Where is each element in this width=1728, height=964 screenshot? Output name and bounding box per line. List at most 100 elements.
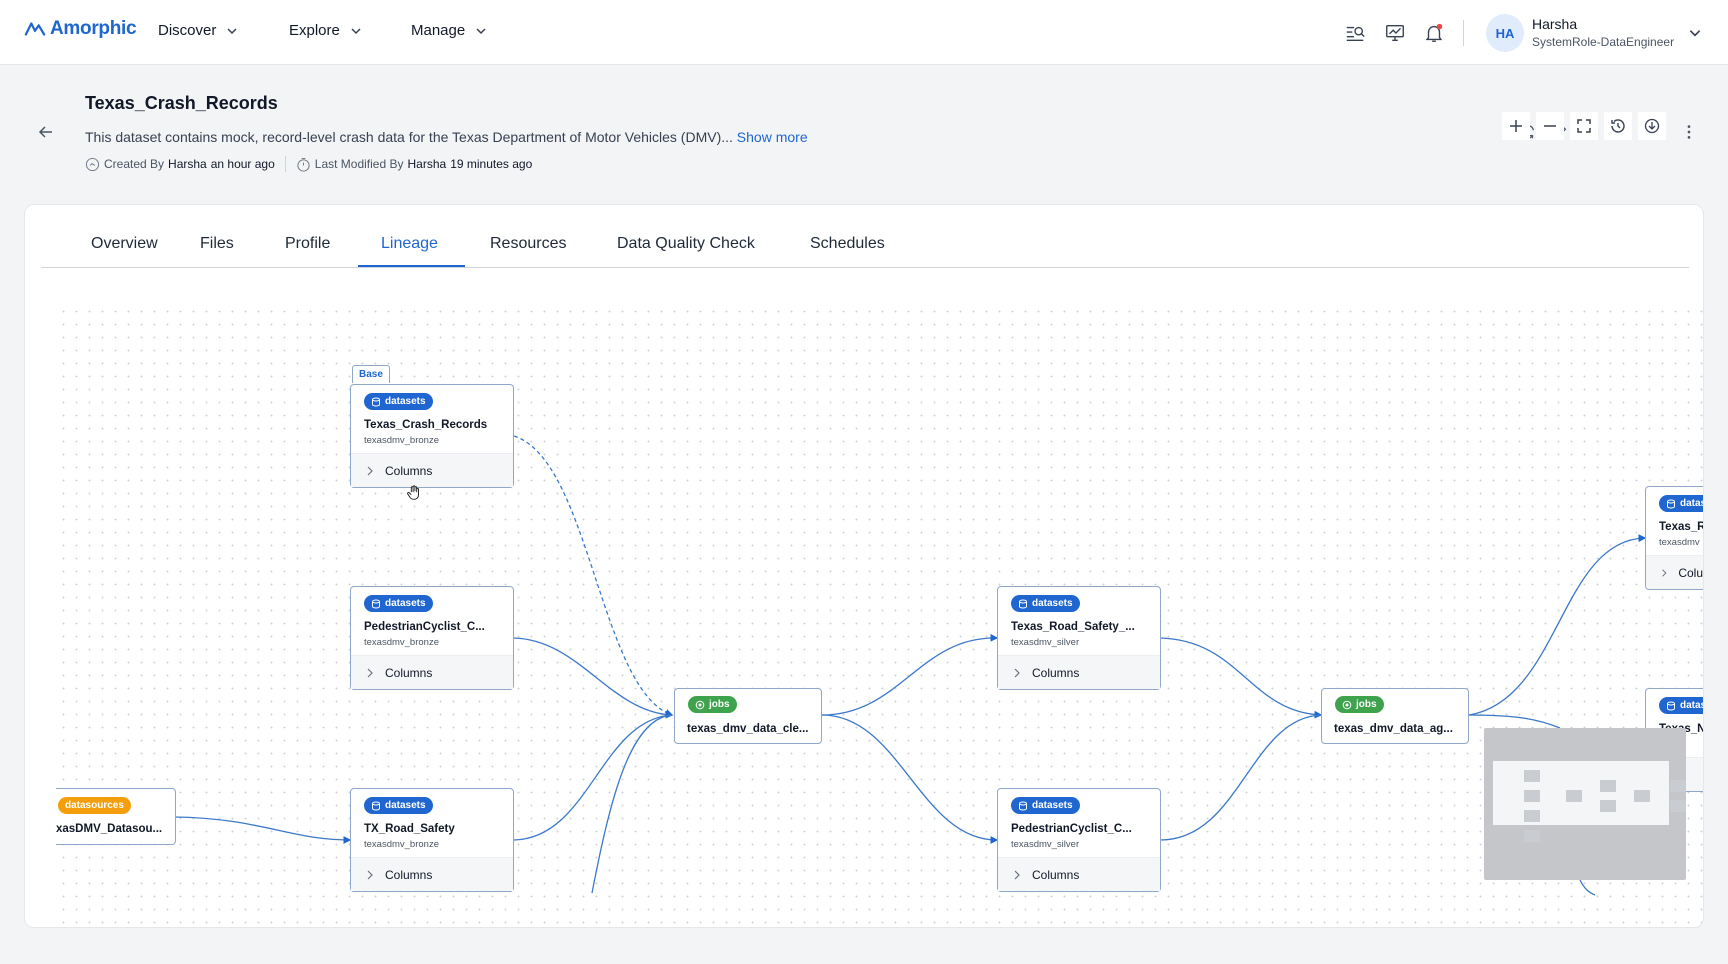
node-subtitle: texasdmv_silver bbox=[1011, 637, 1080, 648]
lineage-node-base-dataset[interactable]: datasets Texas_Crash_Records texasdmv_br… bbox=[350, 384, 514, 488]
lineage-node-tx-road-safety[interactable]: datasets TX_Road_Safety texasdmv_bronze … bbox=[350, 788, 514, 892]
minimap-node bbox=[1600, 800, 1616, 812]
database-icon bbox=[1019, 599, 1027, 609]
nav-manage[interactable]: Manage bbox=[411, 22, 487, 39]
columns-toggle[interactable]: Colu bbox=[1646, 555, 1703, 589]
database-icon bbox=[372, 397, 380, 407]
chevron-right-icon bbox=[367, 870, 373, 879]
columns-toggle[interactable]: Columns bbox=[998, 857, 1160, 891]
minimap-node bbox=[1524, 790, 1540, 802]
nav-discover[interactable]: Discover bbox=[158, 22, 238, 39]
lineage-card: Overview Files Profile Lineage Resources… bbox=[24, 204, 1704, 928]
monitor-icon[interactable] bbox=[1382, 20, 1408, 46]
node-title: PedestrianCyclist_C... bbox=[364, 621, 485, 633]
minimap-node bbox=[1634, 790, 1650, 802]
history-icon[interactable] bbox=[1604, 112, 1632, 140]
chevron-right-icon bbox=[1014, 668, 1020, 677]
node-title: TX_Road_Safety bbox=[364, 823, 455, 835]
zoom-in-icon[interactable] bbox=[1502, 112, 1530, 140]
amorphic-logo-icon bbox=[24, 22, 46, 36]
minimap-node bbox=[1670, 780, 1686, 792]
database-icon bbox=[372, 599, 380, 609]
tab-schedules[interactable]: Schedules bbox=[810, 235, 885, 252]
lineage-node-pedestrian-bronze[interactable]: datasets PedestrianCyclist_C... texasdmv… bbox=[350, 586, 514, 690]
fit-view-icon[interactable] bbox=[1570, 112, 1598, 140]
datasets-badge: datasets bbox=[364, 393, 433, 410]
node-subtitle: texasdmv_bronze bbox=[364, 839, 439, 850]
database-icon bbox=[1667, 701, 1675, 711]
chevron-right-icon bbox=[367, 668, 373, 677]
download-icon[interactable] bbox=[1638, 112, 1666, 140]
nav-manage-label: Manage bbox=[411, 22, 466, 39]
node-title: PedestrianCyclist_C... bbox=[1011, 823, 1132, 835]
tab-profile[interactable]: Profile bbox=[285, 235, 331, 252]
columns-toggle[interactable]: Columns bbox=[351, 655, 513, 689]
amorphic-logo[interactable]: Amorphic bbox=[24, 18, 137, 40]
database-icon bbox=[1019, 801, 1027, 811]
lineage-node-job-clean[interactable]: jobs texas_dmv_data_cle... bbox=[674, 688, 822, 744]
node-subtitle: texasdmv_bronze bbox=[364, 435, 439, 446]
avatar[interactable]: HA bbox=[1486, 14, 1524, 52]
node-title: texas_dmv_data_ag... bbox=[1334, 723, 1453, 735]
top-navigation-bar: Amorphic Discover Explore Manage HA Hars… bbox=[0, 0, 1728, 65]
modified-ago: 19 minutes ago bbox=[450, 157, 533, 171]
chevron-right-icon bbox=[1662, 568, 1667, 577]
lineage-node-job-aggregate[interactable]: jobs texas_dmv_data_ag... bbox=[1321, 688, 1469, 744]
divider bbox=[1463, 20, 1464, 46]
tab-files[interactable]: Files bbox=[200, 235, 234, 252]
minimap-node bbox=[1524, 770, 1540, 782]
lineage-minimap[interactable] bbox=[1484, 728, 1686, 880]
datasets-badge: datase bbox=[1659, 495, 1703, 512]
node-title: Texas_Road_Safety_... bbox=[1011, 621, 1135, 633]
timer-icon bbox=[297, 157, 310, 172]
show-more-link[interactable]: Show more bbox=[736, 129, 808, 145]
modified-by: Harsha bbox=[407, 157, 447, 171]
zoom-out-icon[interactable] bbox=[1536, 112, 1564, 140]
back-arrow-icon[interactable] bbox=[36, 122, 56, 142]
datasets-badge: datasets bbox=[1011, 595, 1080, 612]
minimap-node bbox=[1600, 780, 1616, 792]
lineage-node-pedestrian-silver[interactable]: datasets PedestrianCyclist_C... texasdmv… bbox=[997, 788, 1161, 892]
bell-icon[interactable] bbox=[1421, 20, 1447, 46]
tab-overview[interactable]: Overview bbox=[91, 235, 158, 252]
job-icon bbox=[1342, 700, 1352, 709]
hand-cursor-icon bbox=[407, 485, 419, 500]
jobs-badge: jobs bbox=[1335, 696, 1384, 713]
tab-data-quality-check[interactable]: Data Quality Check bbox=[617, 235, 755, 252]
datasets-badge: datasets bbox=[364, 595, 433, 612]
chevron-down-icon[interactable] bbox=[1688, 26, 1702, 40]
columns-toggle[interactable]: Columns bbox=[351, 857, 513, 891]
search-list-icon[interactable] bbox=[1342, 20, 1368, 46]
jobs-badge: jobs bbox=[688, 696, 737, 713]
minimap-node bbox=[1670, 800, 1686, 812]
tab-resources[interactable]: Resources bbox=[490, 235, 567, 252]
datasets-badge: datase bbox=[1659, 697, 1703, 714]
columns-toggle[interactable]: Columns bbox=[351, 453, 513, 487]
chevron-right-icon bbox=[367, 466, 373, 475]
node-title: xasDMV_Datasou... bbox=[56, 823, 163, 835]
more-vertical-icon[interactable] bbox=[1678, 121, 1700, 143]
nav-explore-label: Explore bbox=[289, 22, 340, 39]
lineage-node-road-safety-silver[interactable]: datasets Texas_Road_Safety_... texasdmv_… bbox=[997, 586, 1161, 690]
minimap-node bbox=[1524, 810, 1540, 822]
lineage-canvas[interactable] bbox=[57, 305, 1703, 925]
nav-discover-label: Discover bbox=[158, 22, 217, 39]
job-icon bbox=[695, 700, 705, 709]
datasets-badge: datasets bbox=[1011, 797, 1080, 814]
lineage-node-datasource[interactable]: datasources xasDMV_Datasou... bbox=[56, 788, 176, 845]
modified-label: Last Modified By bbox=[314, 157, 404, 171]
zoom-controls bbox=[1502, 112, 1666, 140]
nav-explore[interactable]: Explore bbox=[289, 22, 362, 39]
chevron-down-icon bbox=[351, 27, 361, 34]
user-name: Harsha bbox=[1532, 16, 1578, 32]
created-by: Harsha bbox=[168, 157, 207, 171]
created-label: Created By bbox=[104, 157, 165, 171]
tab-lineage[interactable]: Lineage bbox=[381, 235, 438, 252]
user-role: SystemRole-DataEngineer bbox=[1532, 35, 1675, 49]
lineage-node-right-top[interactable]: datase Texas_R texasdmv Colu bbox=[1645, 486, 1703, 590]
minimap-node bbox=[1524, 830, 1540, 842]
columns-toggle[interactable]: Columns bbox=[998, 655, 1160, 689]
dataset-meta: Created By Harsha an hour ago Last Modif… bbox=[85, 156, 532, 172]
database-icon bbox=[1667, 499, 1675, 509]
node-subtitle: texasdmv_silver bbox=[1011, 839, 1080, 850]
